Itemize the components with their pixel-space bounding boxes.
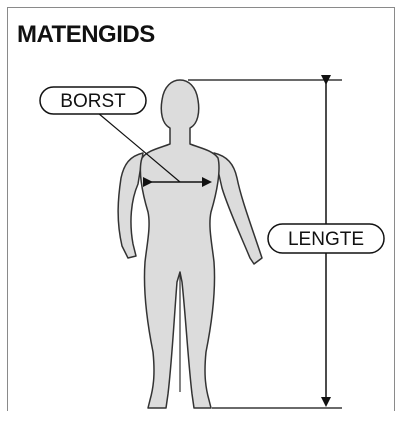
length-label: LENGTE xyxy=(268,224,384,253)
body-silhouette-icon xyxy=(118,80,262,408)
length-label-text: LENGTE xyxy=(288,229,364,250)
chest-label: BORST xyxy=(40,87,146,114)
chest-label-text: BORST xyxy=(60,91,126,112)
